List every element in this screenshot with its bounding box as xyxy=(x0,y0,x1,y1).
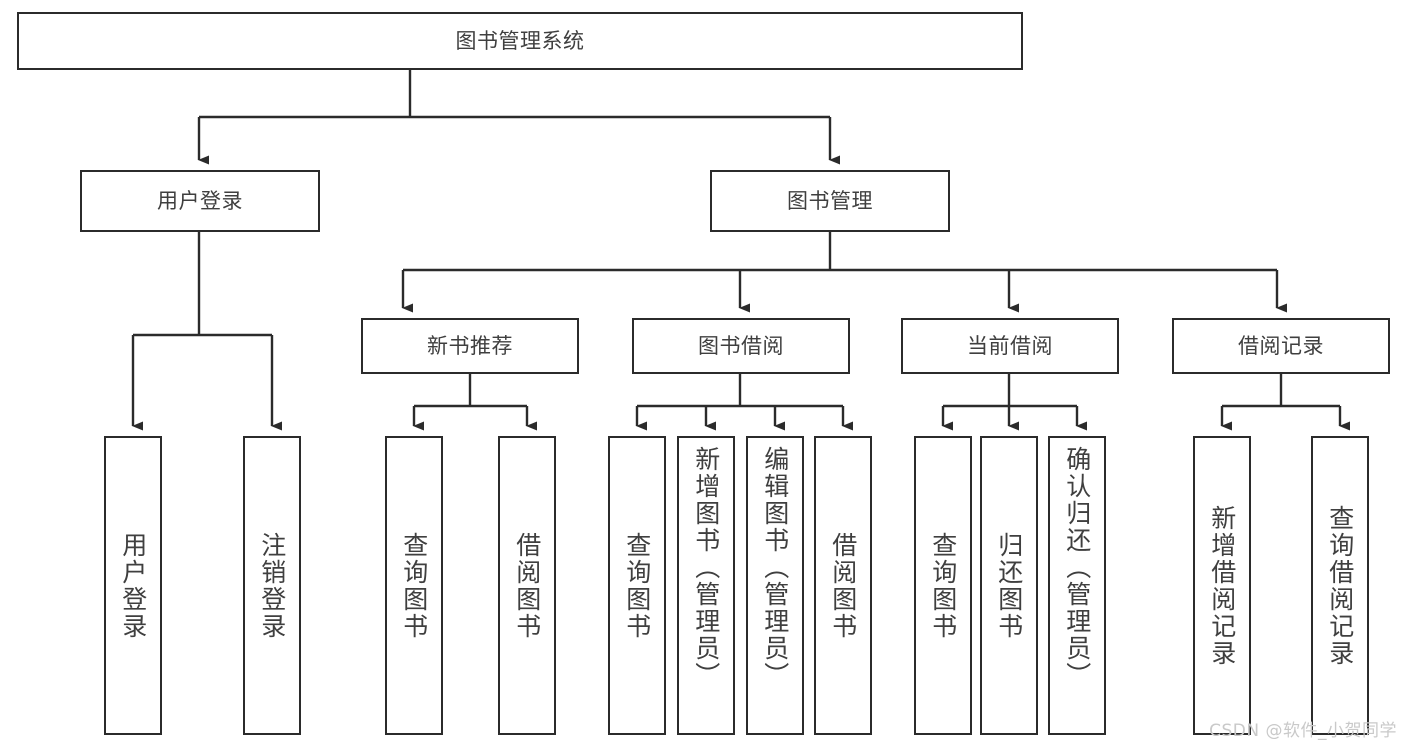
node-current-borrow-label: 当前借阅 xyxy=(967,333,1053,358)
node-new-book-rec-label: 新书推荐 xyxy=(427,333,513,358)
leaf-query-book-2[interactable]: 查询图书 xyxy=(608,436,666,735)
leaf-query-book-3[interactable]: 查询图书 xyxy=(914,436,972,735)
leaf-add-book-label: 新增图书（管理员） xyxy=(691,446,721,689)
node-root-label: 图书管理系统 xyxy=(455,28,585,53)
node-borrow-record[interactable]: 借阅记录 xyxy=(1172,318,1390,374)
leaf-borrow-book-1[interactable]: 借阅图书 xyxy=(498,436,556,735)
node-current-borrow[interactable]: 当前借阅 xyxy=(901,318,1119,374)
node-user-login[interactable]: 用户登录 xyxy=(80,170,320,232)
node-book-manage-label: 图书管理 xyxy=(787,188,873,213)
leaf-return-book[interactable]: 归还图书 xyxy=(980,436,1038,735)
leaf-logout-login-label: 注销登录 xyxy=(257,531,287,640)
node-book-manage[interactable]: 图书管理 xyxy=(710,170,950,232)
leaf-edit-book[interactable]: 编辑图书（管理员） xyxy=(746,436,804,735)
watermark-text: CSDN @软件_小贺同学 xyxy=(1209,721,1397,741)
node-borrow-record-label: 借阅记录 xyxy=(1238,333,1324,358)
leaf-query-book-3-label: 查询图书 xyxy=(928,531,958,640)
node-user-login-label: 用户登录 xyxy=(157,188,243,213)
node-new-book-rec[interactable]: 新书推荐 xyxy=(361,318,579,374)
leaf-borrow-book-2-label: 借阅图书 xyxy=(828,531,858,640)
leaf-query-record-label: 查询借阅记录 xyxy=(1325,504,1355,667)
leaf-confirm-return[interactable]: 确认归还（管理员） xyxy=(1048,436,1106,735)
leaf-query-book-1-label: 查询图书 xyxy=(399,531,429,640)
leaf-add-record-label: 新增借阅记录 xyxy=(1207,504,1237,667)
leaf-query-book-2-label: 查询图书 xyxy=(622,531,652,640)
leaf-user-login-label: 用户登录 xyxy=(118,531,148,640)
node-book-borrow[interactable]: 图书借阅 xyxy=(632,318,850,374)
leaf-return-book-label: 归还图书 xyxy=(994,531,1024,640)
leaf-confirm-return-label: 确认归还（管理员） xyxy=(1062,446,1092,689)
leaf-query-book-1[interactable]: 查询图书 xyxy=(385,436,443,735)
leaf-logout-login[interactable]: 注销登录 xyxy=(243,436,301,735)
leaf-user-login[interactable]: 用户登录 xyxy=(104,436,162,735)
leaf-borrow-book-1-label: 借阅图书 xyxy=(512,531,542,640)
leaf-query-record[interactable]: 查询借阅记录 xyxy=(1311,436,1369,735)
leaf-edit-book-label: 编辑图书（管理员） xyxy=(760,446,790,689)
leaf-add-record[interactable]: 新增借阅记录 xyxy=(1193,436,1251,735)
node-book-borrow-label: 图书借阅 xyxy=(698,333,784,358)
leaf-add-book[interactable]: 新增图书（管理员） xyxy=(677,436,735,735)
node-root[interactable]: 图书管理系统 xyxy=(17,12,1023,70)
leaf-borrow-book-2[interactable]: 借阅图书 xyxy=(814,436,872,735)
